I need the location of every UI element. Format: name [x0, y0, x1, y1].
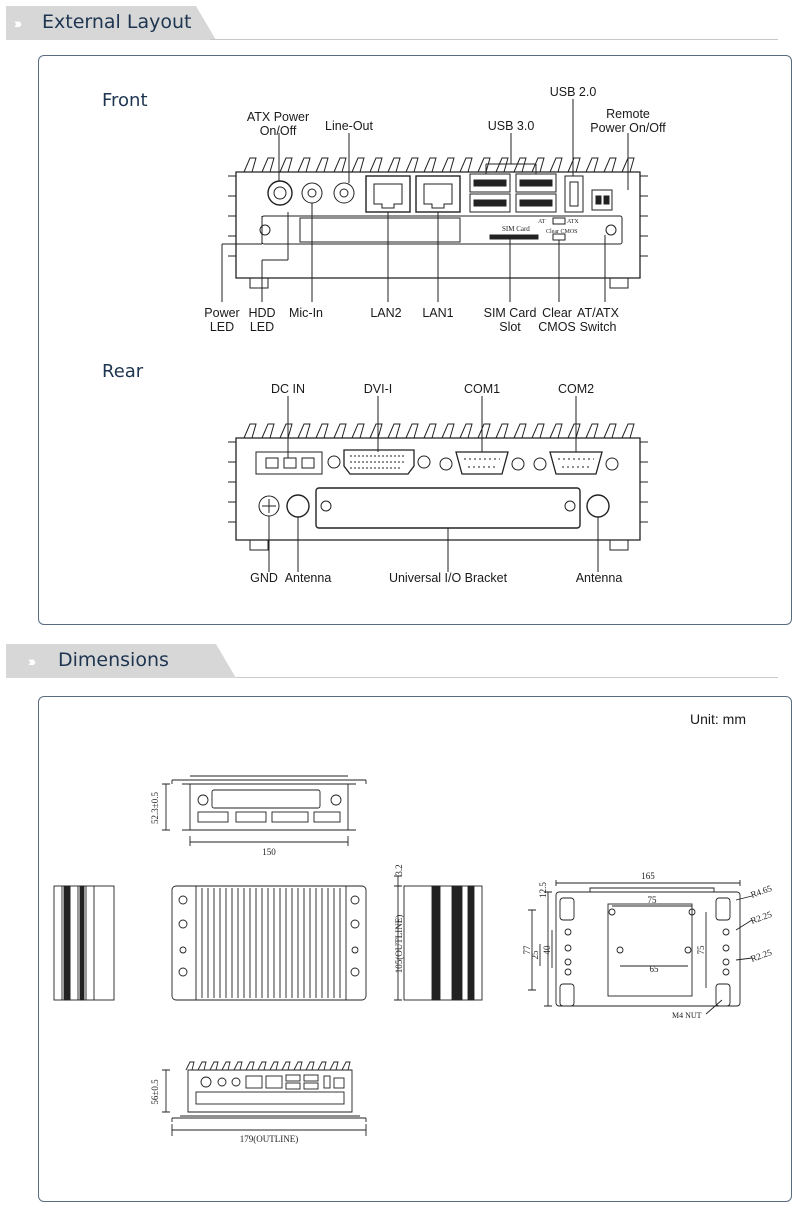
- dim-bottom-inner-height: 75: [696, 945, 706, 955]
- section-tab-shape: [6, 644, 236, 678]
- section-title: Dimensions: [58, 649, 169, 671]
- dim-front-width: 179(OUTLINE): [240, 1134, 298, 1144]
- rear-panel-drawing: [228, 396, 648, 572]
- label-line-out: Line-Out: [325, 119, 373, 133]
- label-at-atx-switch: AT/ATX Switch: [577, 306, 619, 334]
- atx-mark: ATX: [567, 219, 579, 225]
- dim-top-view: [171, 885, 367, 1001]
- dim-r-4-65: R4.65: [749, 883, 773, 900]
- dim-rear-view: [162, 775, 367, 846]
- label-dvi: DVI-I: [363, 382, 393, 396]
- front-panel-drawing: SIM Card AT ATX Clear CMOS: [221, 99, 648, 302]
- dim-r-2-25-a: R2.25: [749, 909, 773, 926]
- dim-bottom-view: [528, 880, 753, 1015]
- section-tab-shape: [6, 6, 216, 40]
- label-sim-card-slot: SIM Card Slot: [483, 306, 537, 334]
- label-usb3: USB 3.0: [487, 119, 535, 133]
- section-rule: [236, 677, 778, 678]
- rear-heatsink-fins: [228, 423, 648, 523]
- label-mic-in: Mic-In: [288, 306, 324, 320]
- dim-left-40: 40: [542, 945, 552, 955]
- dim-side-height: 105(OUTLINE): [394, 915, 404, 973]
- at-mark: AT: [538, 219, 546, 225]
- dim-bottom-width: 165: [641, 871, 655, 881]
- label-com2: COM2: [557, 382, 595, 396]
- rear-view-title: Rear: [102, 361, 144, 382]
- dim-rear-height: 52.3±0.5: [150, 792, 160, 824]
- dim-front-height: 56±0.5: [150, 1079, 160, 1105]
- label-antenna-right: Antenna: [575, 571, 623, 585]
- dim-side-view: [394, 875, 483, 1001]
- section-header-external-layout: ››› External Layout: [6, 6, 216, 40]
- clear-cmos-mark: Clear CMOS: [546, 229, 578, 235]
- dim-r-2-25-b: R2.25: [749, 947, 773, 964]
- label-antenna-left: Antenna: [284, 571, 332, 585]
- chevrons-icon: ›››: [28, 653, 36, 669]
- dim-bottom-inner-width: 75: [648, 895, 658, 905]
- label-remote-power: Remote Power On/Off: [590, 107, 666, 135]
- label-clear-cmos: Clear CMOS: [538, 306, 576, 334]
- dim-m4-nut: M4 NUT: [672, 1011, 702, 1020]
- dim-left-12-5: 12.5: [538, 882, 548, 898]
- label-gnd: GND: [250, 571, 278, 585]
- label-power-led: Power LED: [204, 306, 240, 334]
- section-title: External Layout: [42, 11, 192, 33]
- section-rule: [210, 39, 778, 40]
- external-layout-panel: [38, 55, 792, 625]
- dim-side-top: 3.2: [394, 864, 404, 875]
- label-atx-power: ATX Power On/Off: [246, 110, 310, 138]
- dim-bottom-mid-width: 65: [650, 964, 660, 974]
- label-usb2: USB 2.0: [549, 85, 597, 99]
- dim-rear-width: 150: [262, 847, 276, 857]
- unit-label: Unit: mm: [690, 711, 746, 727]
- dim-left-25: 25: [530, 950, 540, 960]
- label-com1: COM1: [463, 382, 501, 396]
- front-heatsink-fins: [228, 157, 648, 257]
- chevrons-icon: ›››: [14, 15, 22, 31]
- label-lan2: LAN2: [370, 306, 402, 320]
- sim-card-mark: SIM Card: [502, 225, 530, 233]
- label-lan1: LAN1: [422, 306, 454, 320]
- section-header-dimensions: ››› Dimensions: [6, 644, 236, 678]
- dim-left-side-view: [53, 885, 115, 1001]
- label-hdd-led: HDD LED: [248, 306, 276, 334]
- dim-front-view: [162, 1061, 367, 1136]
- label-dc-in: DC IN: [270, 382, 306, 396]
- dim-left-77: 77: [522, 945, 532, 955]
- front-view-title: Front: [102, 90, 148, 111]
- dimensions-panel: [38, 696, 792, 1202]
- label-universal-io-bracket: Universal I/O Bracket: [388, 571, 508, 585]
